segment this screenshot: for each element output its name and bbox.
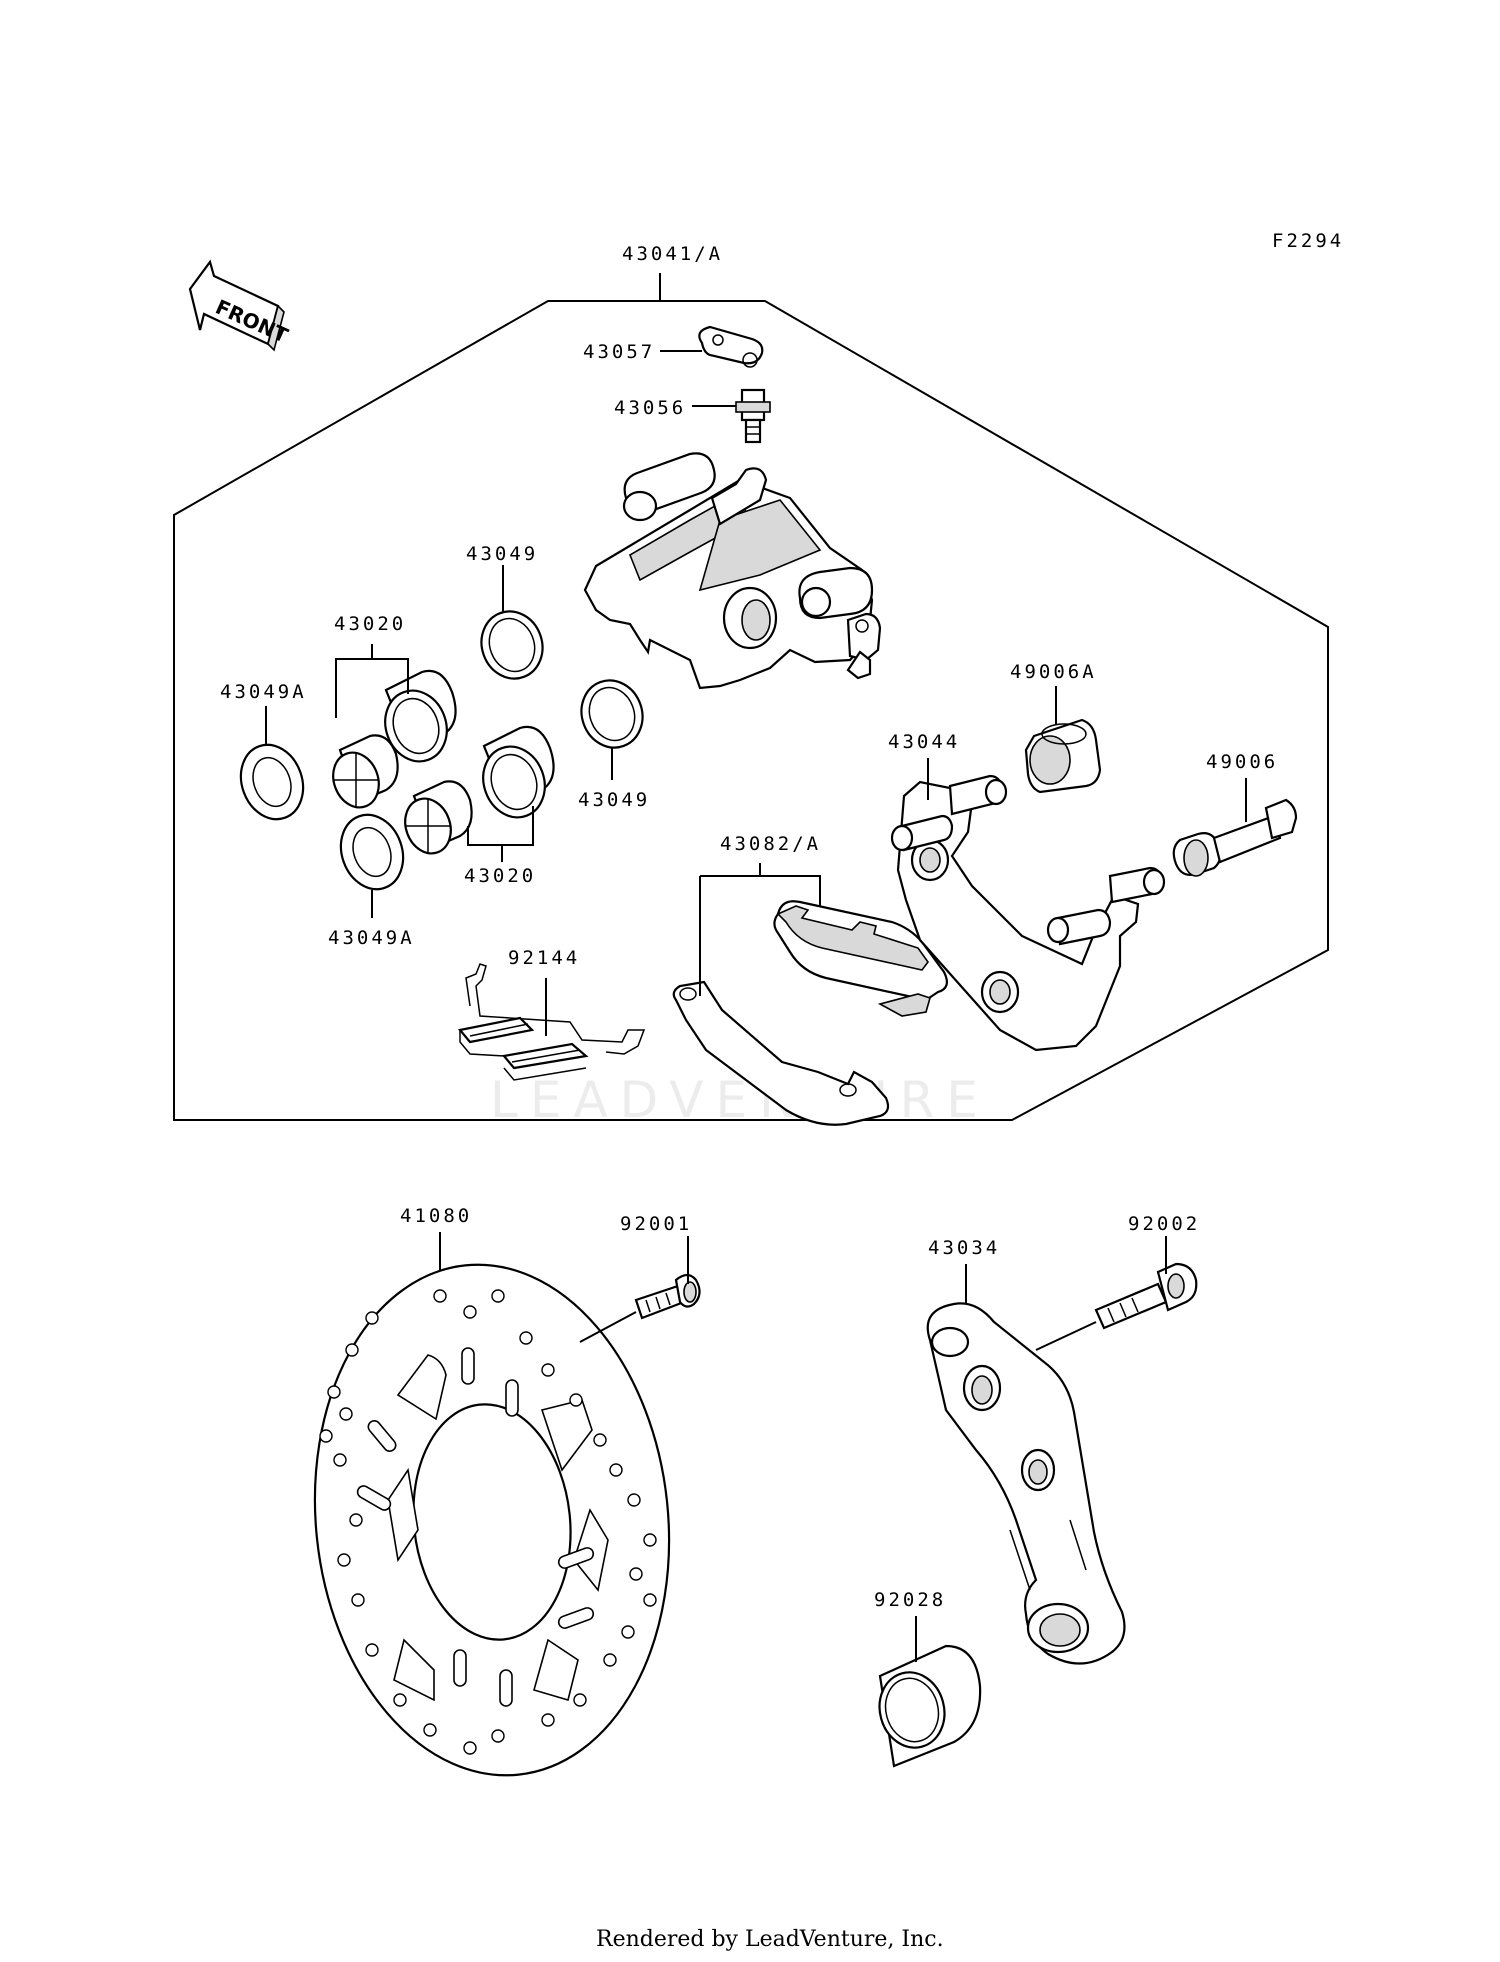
caliper-body-part [583, 452, 882, 690]
footer-text: Rendered by LeadVenture, Inc. [596, 1927, 944, 1952]
torque-link-part [926, 1302, 1126, 1665]
label-43020-bottom: 43020 [464, 865, 536, 887]
caliper-bracket-part [890, 774, 1166, 1052]
piston-seal-top-part [480, 610, 544, 680]
label-43049-mid: 43049 [578, 789, 650, 811]
pin-bolt-part [1172, 798, 1298, 877]
label-43049A-left: 43049A [220, 681, 307, 703]
piston-top-part [332, 669, 457, 809]
label-43049A-bottom: 43049A [328, 927, 415, 949]
label-49006A: 49006A [1010, 661, 1097, 683]
label-92028: 92028 [874, 1589, 946, 1611]
leader-43020-bottom [467, 806, 534, 846]
bleeder-valve-part [735, 388, 771, 444]
diagram-code: F2294 [1272, 230, 1344, 252]
label-92144: 92144 [508, 947, 580, 969]
piston-bottom-part [404, 725, 555, 855]
collar-part [878, 1644, 982, 1768]
label-43020-top: 43020 [334, 613, 406, 635]
leader-43082A-right [700, 875, 821, 906]
label-92001: 92001 [620, 1213, 692, 1235]
label-49006: 49006 [1206, 751, 1278, 773]
disc-bolt-part [634, 1273, 701, 1320]
dust-seal-bottom-part [339, 813, 405, 891]
pad-spring-part [457, 963, 646, 1081]
caliper-assembly-outline [173, 300, 1329, 1121]
leader-92002-to-link [1035, 1321, 1097, 1351]
bleeder-cap-part [698, 325, 764, 368]
label-43044: 43044 [888, 731, 960, 753]
dust-seal-left-part [239, 743, 305, 821]
piston-seal-middle-part [580, 679, 644, 749]
leader-92001-to-disc [579, 1311, 637, 1343]
brake-disc-part [313, 1263, 671, 1777]
brake-pads-part [672, 900, 949, 1126]
label-41080: 41080 [400, 1205, 472, 1227]
label-43057: 43057 [583, 341, 655, 363]
label-43034: 43034 [928, 1237, 1000, 1259]
label-92002: 92002 [1128, 1213, 1200, 1235]
boot-part [1024, 718, 1102, 794]
front-arrow-icon: FRONT [188, 259, 292, 352]
label-43056: 43056 [614, 397, 686, 419]
label-43049-top: 43049 [466, 543, 538, 565]
label-43082A: 43082/A [720, 833, 821, 855]
link-bolt-part [1094, 1262, 1198, 1330]
label-43041A: 43041/A [622, 243, 723, 265]
